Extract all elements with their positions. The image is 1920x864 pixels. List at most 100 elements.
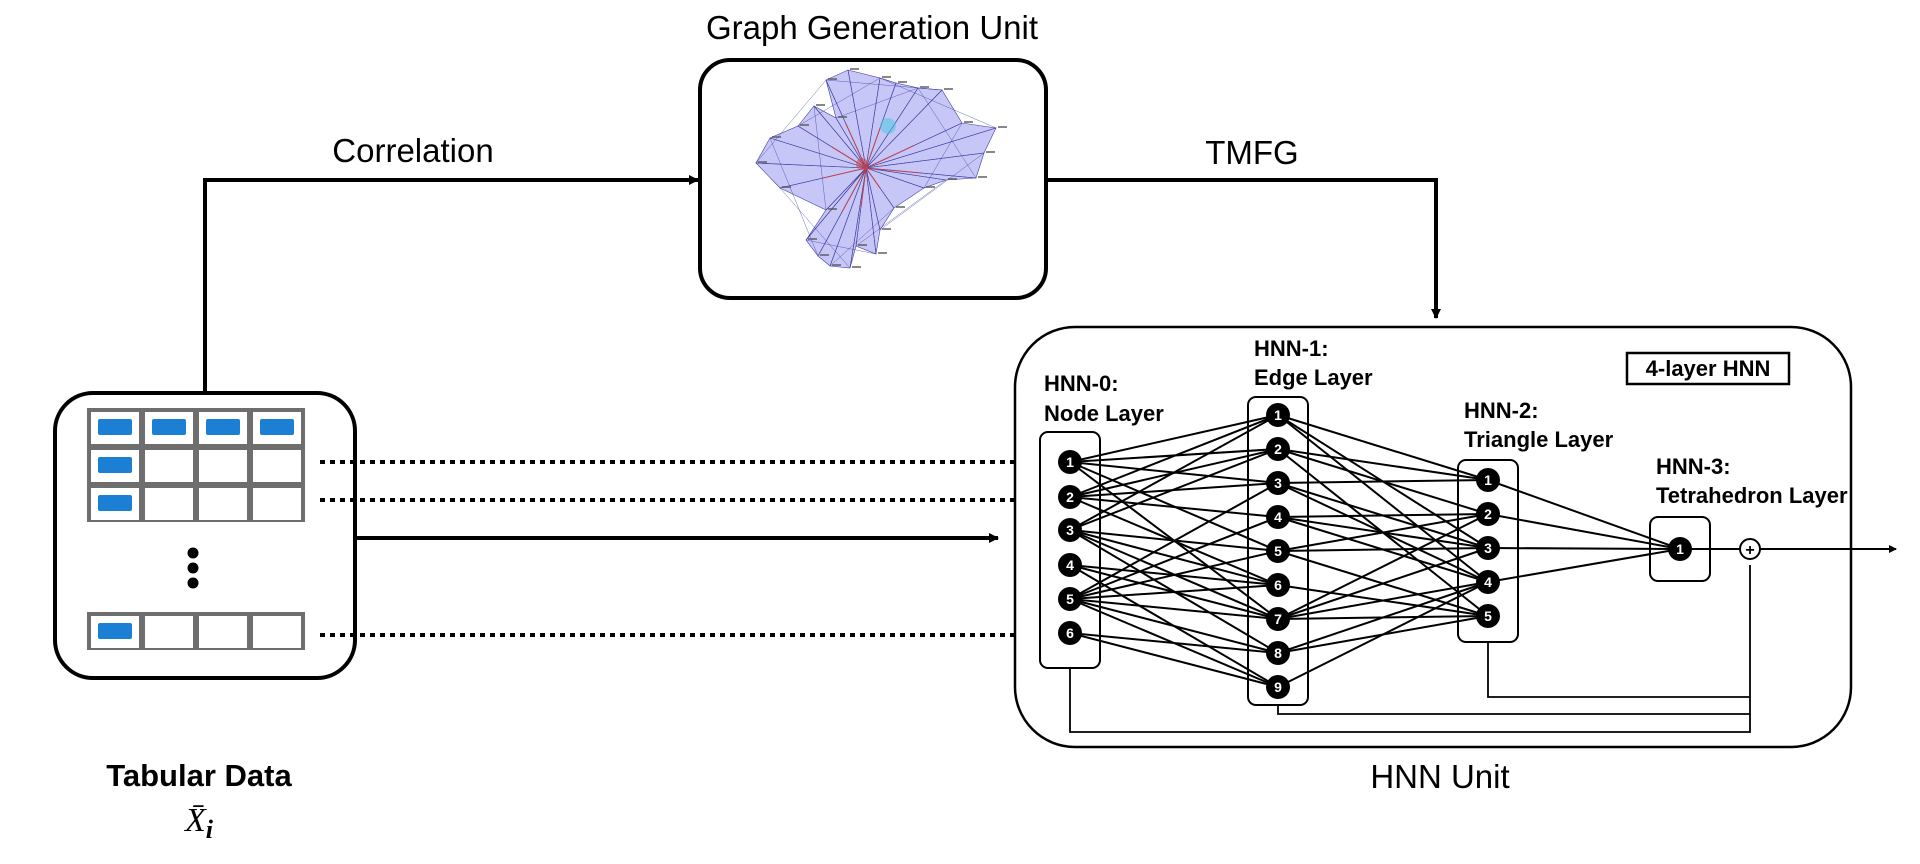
table-cell	[199, 616, 247, 648]
connection-edge	[1487, 547, 1681, 550]
tabular-data-icon	[53, 391, 357, 680]
connection-edge	[1069, 414, 1279, 531]
connection-edge	[1069, 414, 1279, 498]
hnn2-node-1: 1	[1476, 468, 1500, 492]
connection-edge	[1277, 581, 1489, 688]
hnn2-node-5: 5	[1476, 604, 1500, 628]
hnn1-node-4: 4	[1266, 505, 1290, 529]
node-number: 7	[1274, 611, 1282, 627]
node-number: 4	[1066, 557, 1074, 573]
connection-edge	[1487, 513, 1681, 550]
connection-edge	[1069, 482, 1279, 600]
layer-label-hnn0-name: HNN-0:	[1044, 371, 1119, 396]
connection-edge	[1277, 448, 1489, 481]
layer-label-hnn3-type: Tetrahedron Layer	[1656, 483, 1848, 508]
hnn0-node-2: 2	[1058, 485, 1082, 509]
node-number: 1	[1676, 541, 1684, 557]
hnn-layers-badge-label: 4-layer HNN	[1646, 356, 1771, 381]
connection-edge	[1069, 448, 1279, 531]
node-number: 4	[1484, 574, 1492, 590]
tmfg-network-graphic	[755, 68, 1007, 269]
table-cell-fill	[98, 623, 132, 639]
node-number: 3	[1484, 540, 1492, 556]
layer-label-hnn2-type: Triangle Layer	[1464, 427, 1614, 452]
connection-edge	[1069, 414, 1279, 463]
hnn1-node-2: 2	[1266, 437, 1290, 461]
table-cell	[145, 488, 193, 520]
node-number: 1	[1484, 472, 1492, 488]
table-cell	[253, 616, 301, 648]
connection-edge	[1277, 513, 1489, 518]
node-number: 4	[1274, 509, 1282, 525]
node-number: 5	[1274, 543, 1282, 559]
node-number: 6	[1066, 625, 1074, 641]
hnn0-node-4: 4	[1058, 553, 1082, 577]
tabular-data-title: Tabular Data	[106, 758, 292, 793]
table-cell-fill	[152, 419, 186, 435]
connection-edge	[1069, 496, 1279, 518]
layer-label-hnn3-name: HNN-3:	[1656, 454, 1731, 479]
hnn1-node-9: 9	[1266, 675, 1290, 699]
tabular-data-symbol: X̄i	[183, 802, 214, 844]
table-grid	[87, 408, 305, 650]
sum-symbol: +	[1745, 542, 1754, 559]
node-number: 5	[1484, 608, 1492, 624]
table-cell	[199, 450, 247, 482]
node-number: 5	[1066, 591, 1074, 607]
table-cell-fill	[260, 419, 294, 435]
hnn0-node-6: 6	[1058, 621, 1082, 645]
layer-label-hnn2-name: HNN-2:	[1464, 398, 1539, 423]
layer-connections	[1069, 414, 1681, 688]
table-cell	[199, 488, 247, 520]
hnn-layers-badge	[1625, 351, 1791, 386]
connection-edge	[1069, 584, 1279, 600]
node-number: 3	[1274, 475, 1282, 491]
hnn3-node-1: 1	[1668, 537, 1692, 561]
connection-edge	[1277, 513, 1489, 552]
skip-connections	[1069, 565, 1751, 733]
node-number: 8	[1274, 645, 1282, 661]
connection-edge	[1487, 479, 1681, 550]
hnn0-node-3: 3	[1058, 518, 1082, 542]
graph-unit-title: Graph Generation Unit	[706, 9, 1038, 46]
connection-edge	[1277, 414, 1489, 583]
node-number: 1	[1274, 407, 1282, 423]
node-number: 9	[1274, 679, 1282, 695]
hnn2-node-4: 4	[1476, 570, 1500, 594]
correlation-arrow	[203, 175, 699, 392]
node-number: 2	[1274, 441, 1282, 457]
hnn0-node-5: 5	[1058, 587, 1082, 611]
node-number: 1	[1066, 454, 1074, 470]
hnn0-node-1: 1	[1058, 450, 1082, 474]
graph-unit-box	[698, 58, 1048, 300]
table-cell	[145, 450, 193, 482]
layer-label-hnn0-type: Node Layer	[1044, 401, 1164, 426]
tmfg-arrow	[1047, 178, 1441, 319]
connection-edge	[1487, 548, 1681, 583]
tmfg-label: TMFG	[1205, 134, 1298, 171]
connection-edge	[1277, 547, 1489, 620]
hnn2-node-3: 3	[1476, 536, 1500, 560]
table-cell-fill	[98, 419, 132, 435]
hnn2-node-2: 2	[1476, 502, 1500, 526]
layer-label-hnn1-type: Edge Layer	[1254, 365, 1373, 390]
hnn1-node-5: 5	[1266, 539, 1290, 563]
connection-edge	[1277, 581, 1489, 654]
connection-edge	[1069, 598, 1279, 620]
hnn-nodes: 1 2 3 4 5 6 1 2 3 4 5 6 7 8 9 1 2 3 4 5 1	[1058, 403, 1692, 699]
hnn1-node-3: 3	[1266, 471, 1290, 495]
connection-edge	[1069, 516, 1279, 600]
layer-label-hnn1-name: HNN-1:	[1254, 336, 1329, 361]
hnn1-node-8: 8	[1266, 641, 1290, 665]
hnn-unit-title: HNN Unit	[1370, 758, 1509, 795]
node-number: 6	[1274, 577, 1282, 593]
table-cell	[253, 488, 301, 520]
table-cell	[145, 616, 193, 648]
connection-edge	[1277, 581, 1489, 620]
connection-edge	[1069, 550, 1279, 600]
hnn1-node-6: 6	[1266, 573, 1290, 597]
connection-edge	[1277, 547, 1489, 552]
connection-edge	[1277, 513, 1489, 620]
table-cell	[253, 450, 301, 482]
